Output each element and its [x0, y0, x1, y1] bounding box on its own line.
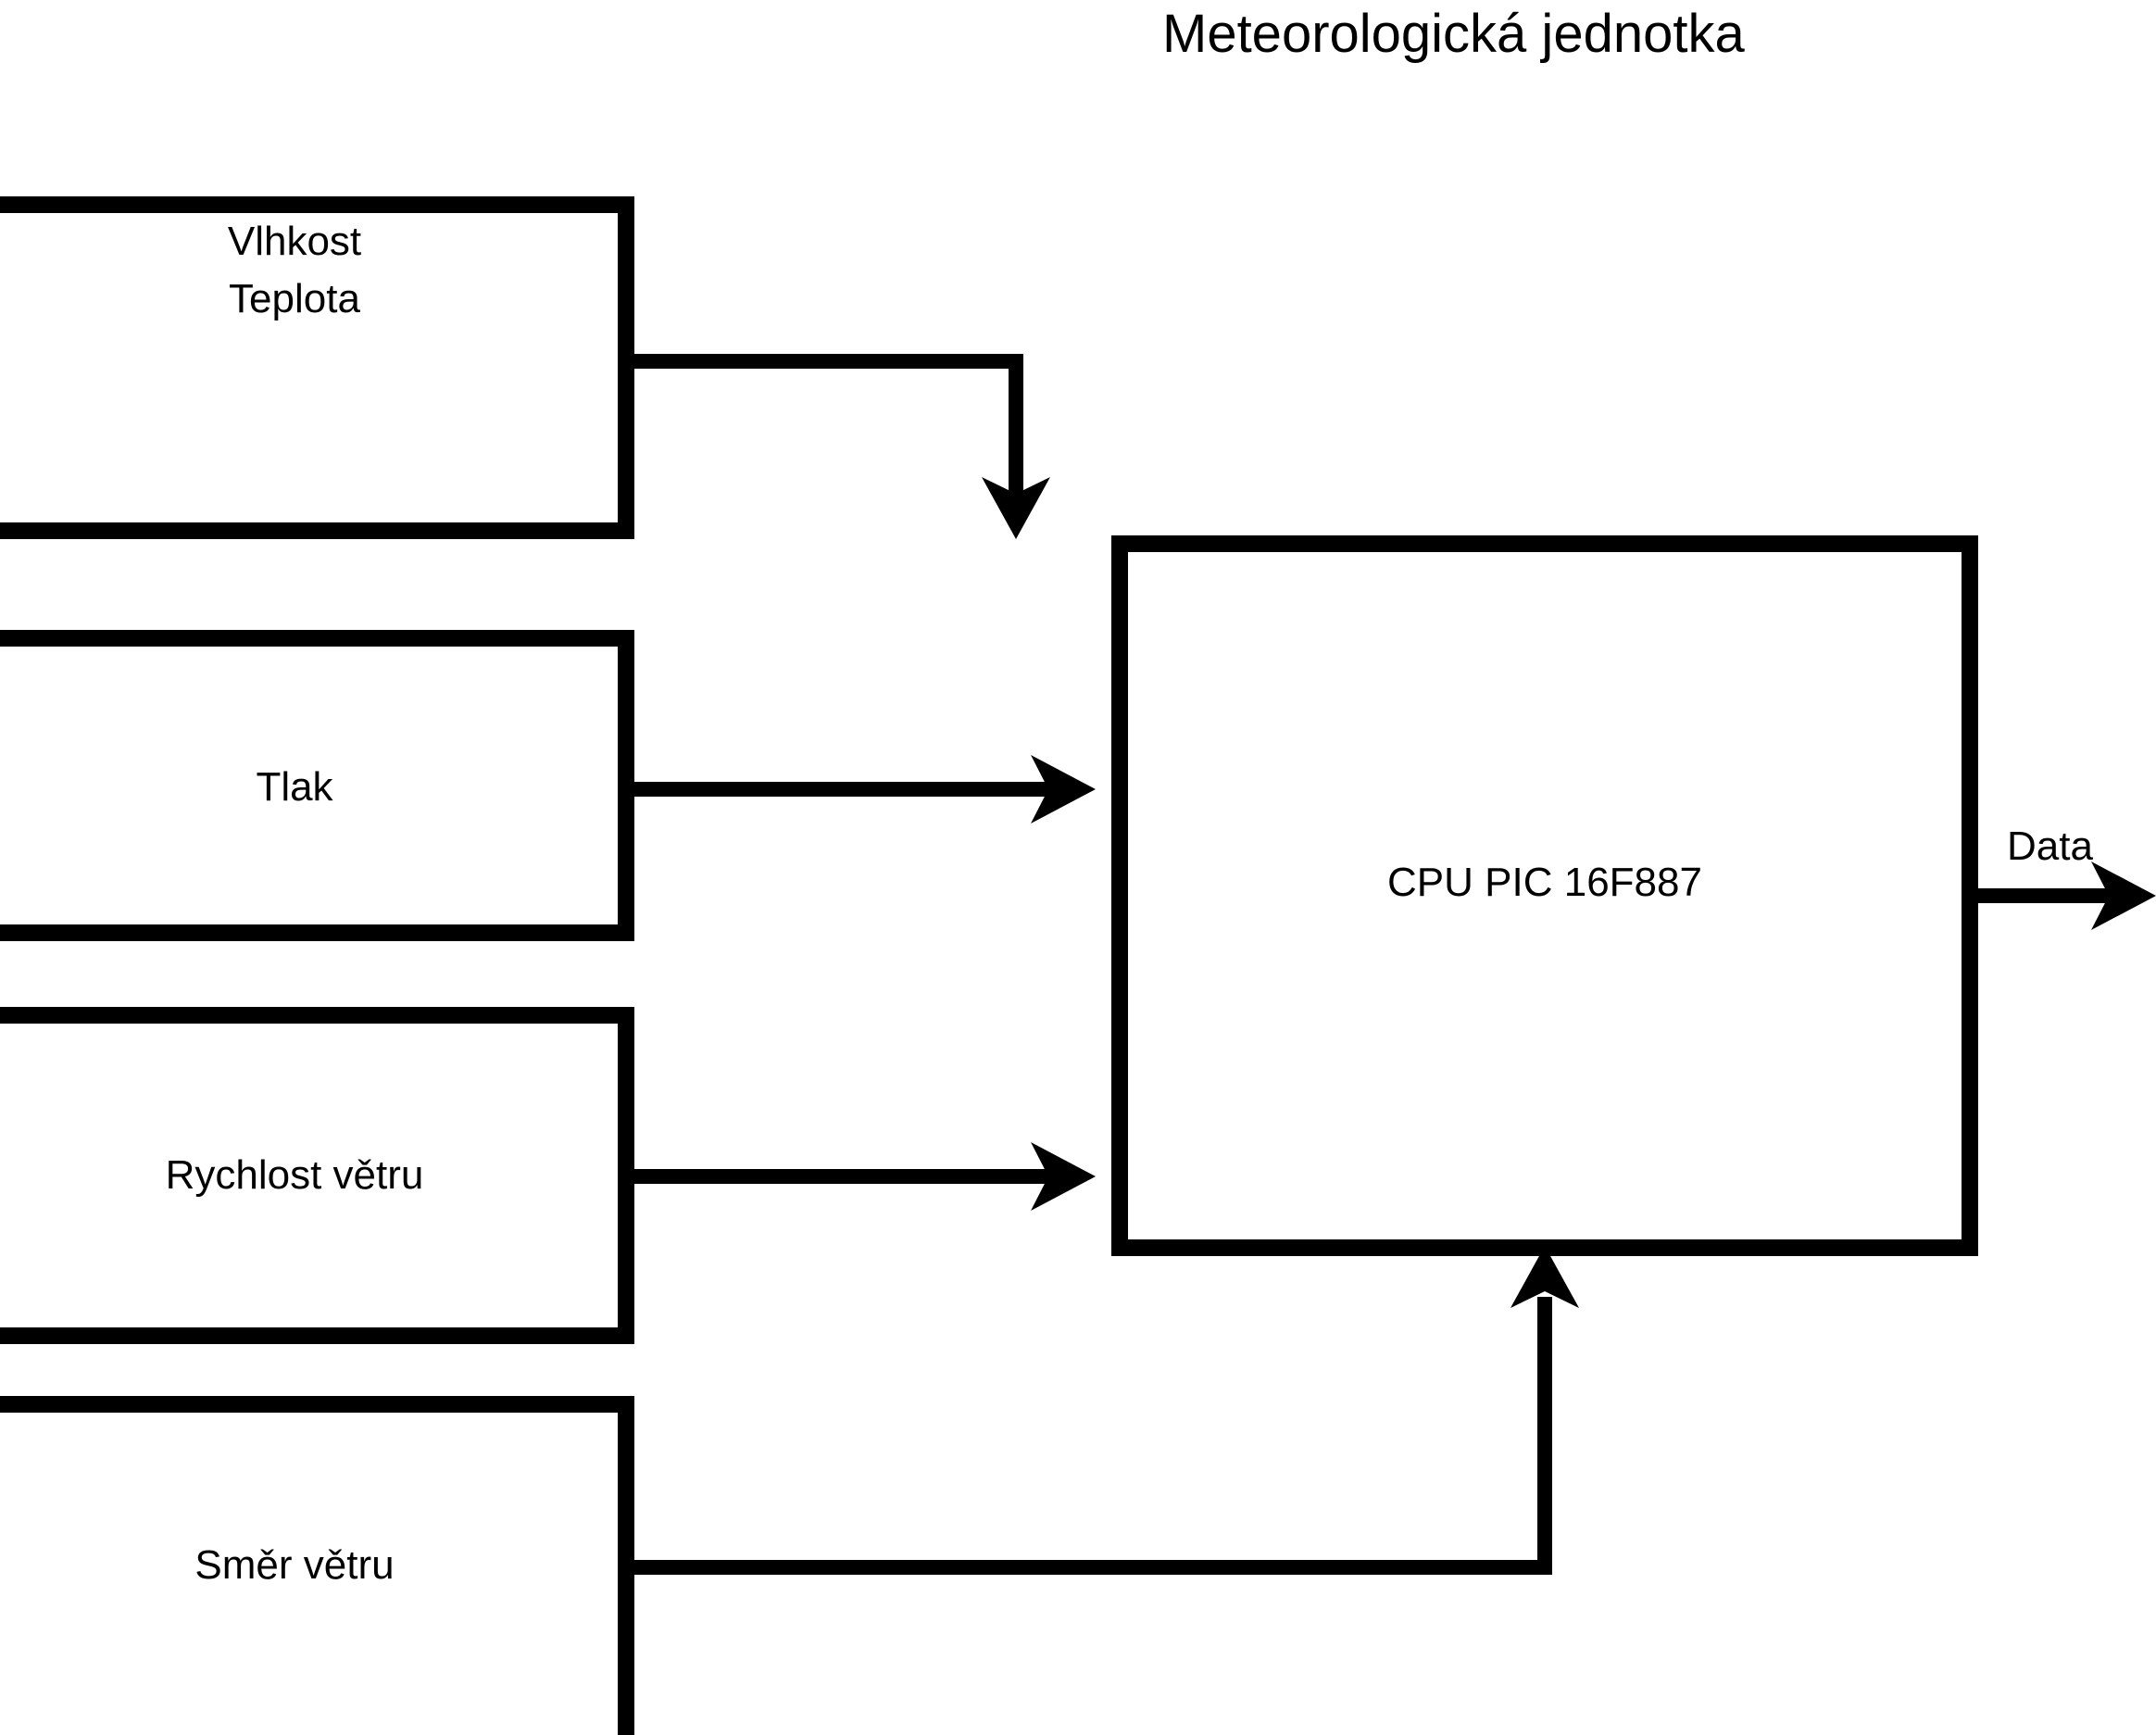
node-cpu[interactable]: CPU PIC 16F887: [1111, 535, 1978, 1256]
connector-wind-direction-path: [626, 1297, 1552, 1575]
node-humidity-temperature-rect[interactable]: [0, 196, 634, 539]
arrowhead-wind-speed-to-cpu: [1031, 1142, 1096, 1211]
connector-humidity-to-cpu: [626, 354, 1050, 539]
diagram-title: Meteorologická jednotka: [1162, 4, 1745, 64]
connector-humidity-path: [626, 354, 1023, 505]
arrowhead-humidity-to-cpu: [982, 477, 1050, 539]
node-wind-direction[interactable]: Směr větru: [0, 1396, 634, 1735]
node-wind-direction-rect[interactable]: [0, 1396, 634, 1735]
node-humidity-temperature-label-line-2: Teplota: [229, 276, 360, 321]
connector-wind-direction-to-cpu: [626, 1246, 1579, 1575]
node-humidity-temperature-label-line-1: Vlhkost: [228, 219, 361, 264]
connector-pressure-to-cpu: [626, 755, 1096, 823]
node-wind-speed-label: Rychlost větru: [166, 1152, 424, 1198]
node-wind-direction-label: Směr větru: [194, 1542, 394, 1588]
node-wind-speed-rect[interactable]: [0, 1007, 634, 1344]
arrowhead-pressure-to-cpu: [1031, 755, 1096, 823]
node-cpu-rect[interactable]: [1111, 535, 1978, 1256]
connector-wind-speed-to-cpu: [626, 1142, 1096, 1211]
edge-label-data: Data: [2007, 823, 2093, 869]
node-pressure-rect[interactable]: [0, 630, 634, 941]
node-wind-speed[interactable]: Rychlost větru: [0, 1007, 634, 1344]
node-cpu-label: CPU PIC 16F887: [1387, 860, 1702, 905]
arrowhead-wind-direction-to-cpu: [1510, 1246, 1579, 1308]
arrowhead-data-output: [2091, 861, 2156, 930]
node-pressure-label: Tlak: [256, 764, 333, 810]
node-pressure[interactable]: Tlak: [0, 630, 634, 941]
connector-cpu-data-output: Data: [1971, 823, 2156, 930]
node-humidity-temperature[interactable]: Vlhkost Teplota: [0, 196, 634, 539]
